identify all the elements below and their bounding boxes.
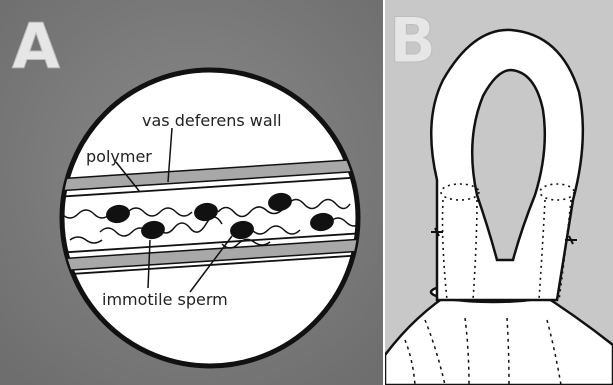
panel-b-letter: B (389, 4, 436, 77)
polymer-label: polymer (86, 147, 152, 166)
panel-a-diagram: A (0, 0, 383, 385)
panel-a-letter: A (12, 10, 60, 83)
immotile-sperm-label: immotile sperm (102, 290, 228, 309)
vas-deferens-loop (431, 30, 583, 300)
panel-b: B (385, 0, 613, 385)
vas-deferens-wall-label: vas deferens wall (142, 111, 282, 130)
panel-a: A (0, 0, 383, 385)
panel-b-diagram: B (385, 0, 613, 385)
